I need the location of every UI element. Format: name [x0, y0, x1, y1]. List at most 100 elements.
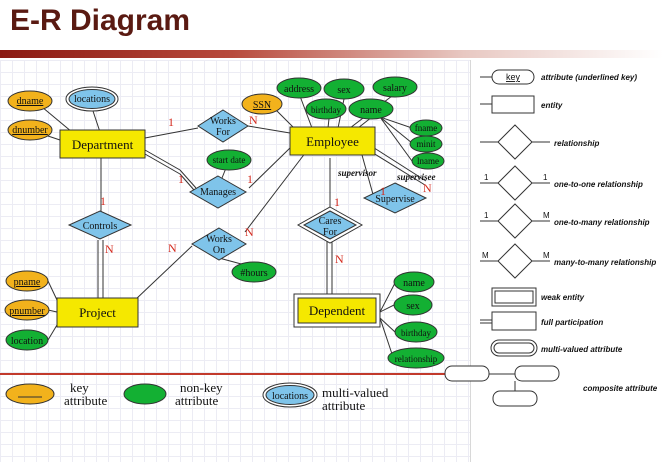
- bottom-legend-multivalued: locations multi-valued attribute: [262, 382, 389, 413]
- location-label: location: [11, 336, 43, 347]
- key-attribute-dname: dname: [7, 90, 53, 112]
- entity-project: Project: [56, 297, 139, 328]
- dependent-sex-label: sex: [406, 301, 419, 312]
- legend-entity-label: entity: [541, 101, 563, 110]
- legend-relationship-label: relationship: [554, 139, 599, 148]
- legend-key-sample: key: [506, 72, 521, 82]
- legend-composite-label: composite attribute: [583, 384, 658, 393]
- legend-1toM-right: M: [543, 211, 550, 220]
- attribute-dependent-relationship: relationship: [387, 347, 445, 369]
- notation-legend: key attribute (underlined key) entity re…: [444, 69, 658, 407]
- legend-MtoM-label: many-to-many relationship: [554, 258, 656, 267]
- sex-label: sex: [337, 85, 350, 96]
- works-on-label-1: Works: [206, 234, 232, 245]
- relationship-works-for: Works For: [197, 109, 249, 143]
- dnumber-label: dnumber: [12, 125, 48, 136]
- cares-for-label-1: Cares: [319, 216, 342, 227]
- title-rule: [0, 50, 663, 58]
- role-supervisee: supervisee: [396, 172, 436, 182]
- bottom-legend-separator: [0, 373, 470, 375]
- legend-multi-valued-label: multi-valued attribute: [541, 345, 623, 354]
- legend-one-to-one: 1 1 one-to-one relationship: [480, 165, 643, 201]
- entity-department: Department: [59, 129, 146, 159]
- composite-attribute-name: name: [348, 98, 394, 120]
- role-supervisor: supervisor: [337, 168, 377, 178]
- attribute-fname: fname: [409, 119, 443, 137]
- entity-dependent-label: Dependent: [309, 303, 366, 318]
- attribute-sex: sex: [323, 78, 365, 100]
- entity-employee-label: Employee: [306, 134, 359, 149]
- card-works-for-dept: 1: [168, 115, 174, 129]
- relationship-manages: Manages: [188, 175, 248, 209]
- identifying-relationship-cares-for: Cares For: [296, 206, 364, 244]
- works-on-label-2: On: [213, 245, 225, 256]
- bottom-legend-nonkey-line2: attribute: [175, 393, 219, 408]
- attribute-location: location: [5, 329, 49, 351]
- card-cares-dep: N: [335, 252, 344, 266]
- bottom-legend-nonkey: non-key attribute: [123, 380, 223, 408]
- dependent-birthday-label: birthday: [401, 328, 431, 338]
- entity-project-label: Project: [79, 305, 116, 320]
- multivalued-attribute-locations: locations: [65, 86, 119, 112]
- bottom-legend-nonkey-line1: non-key: [180, 380, 223, 395]
- attribute-dependent-name: name: [393, 271, 435, 293]
- pname-label: pname: [14, 277, 41, 288]
- legend-relationship: relationship: [480, 124, 599, 160]
- legend-MtoM-left: M: [482, 251, 489, 260]
- legend-1to1-label: one-to-one relationship: [554, 180, 643, 189]
- works-for-label-2: For: [216, 127, 231, 138]
- legend-key-attribute: key attribute (underlined key): [480, 69, 637, 85]
- relationship-works-on: Works On: [191, 227, 247, 261]
- minit-label: minit: [416, 139, 436, 149]
- bottom-legend-multi-line2: attribute: [322, 398, 366, 413]
- card-works-on-proj: N: [168, 241, 177, 255]
- legend-composite: composite attribute: [444, 365, 658, 407]
- card-controls-proj: N: [105, 242, 114, 256]
- legend-weak-entity: weak entity: [491, 287, 585, 307]
- dependent-relationship-label: relationship: [395, 354, 438, 364]
- attribute-dependent-birthday: birthday: [394, 321, 438, 343]
- bottom-legend-multi-line1: multi-valued: [322, 385, 389, 400]
- cares-for-label-2: For: [323, 227, 338, 238]
- legend-1to1-left: 1: [484, 173, 489, 182]
- attribute-start-date: start date: [206, 149, 252, 171]
- key-attribute-pname: pname: [5, 270, 49, 292]
- card-supervise-supervisee: N: [423, 181, 432, 195]
- legend-multi-valued: multi-valued attribute: [490, 339, 623, 357]
- card-manages-emp: 1: [247, 172, 253, 186]
- fname-label: fname: [415, 123, 438, 133]
- bottom-legend: key attribute non-key attribute location…: [5, 380, 389, 413]
- legend-full-participation: full participation: [480, 311, 603, 331]
- page-title: E-R Diagram: [10, 4, 191, 37]
- legend-one-to-many: 1 M one-to-many relationship: [480, 203, 650, 239]
- key-attribute-pnumber: pnumber: [4, 299, 50, 321]
- birthday-label: birthday: [311, 105, 341, 115]
- legend-1toM-label: one-to-many relationship: [554, 218, 650, 227]
- pnumber-label: pnumber: [9, 306, 45, 317]
- cardinality-labels: 1 N 1 1 1 N N N 1 N 1 N: [100, 113, 432, 266]
- relationship-supervise: Supervise: [362, 182, 428, 214]
- name-label: name: [360, 105, 382, 116]
- supervise-label: Supervise: [375, 194, 415, 205]
- works-for-label-1: Works: [210, 116, 236, 127]
- card-works-for-emp: N: [249, 113, 258, 127]
- card-cares-emp: 1: [334, 195, 340, 209]
- entity-employee: Employee: [289, 126, 376, 156]
- key-attribute-dnumber: dnumber: [7, 119, 53, 141]
- card-works-on-emp: N: [245, 225, 254, 239]
- hours-label: #hours: [240, 268, 267, 279]
- card-manages-dept: 1: [178, 172, 184, 186]
- manages-label: Manages: [200, 187, 236, 198]
- bottom-legend-key-line2: attribute: [64, 393, 108, 408]
- legend-1toM-left: 1: [484, 211, 489, 220]
- legend-1to1-right: 1: [543, 173, 548, 182]
- legend-many-to-many: M M many-to-many relationship: [480, 243, 656, 279]
- legend-entity: entity: [480, 95, 563, 114]
- salary-label: salary: [383, 83, 407, 94]
- dname-label: dname: [17, 96, 44, 107]
- attribute-address: address: [276, 77, 322, 99]
- legend-MtoM-right: M: [543, 251, 550, 260]
- attribute-minit: minit: [409, 135, 443, 153]
